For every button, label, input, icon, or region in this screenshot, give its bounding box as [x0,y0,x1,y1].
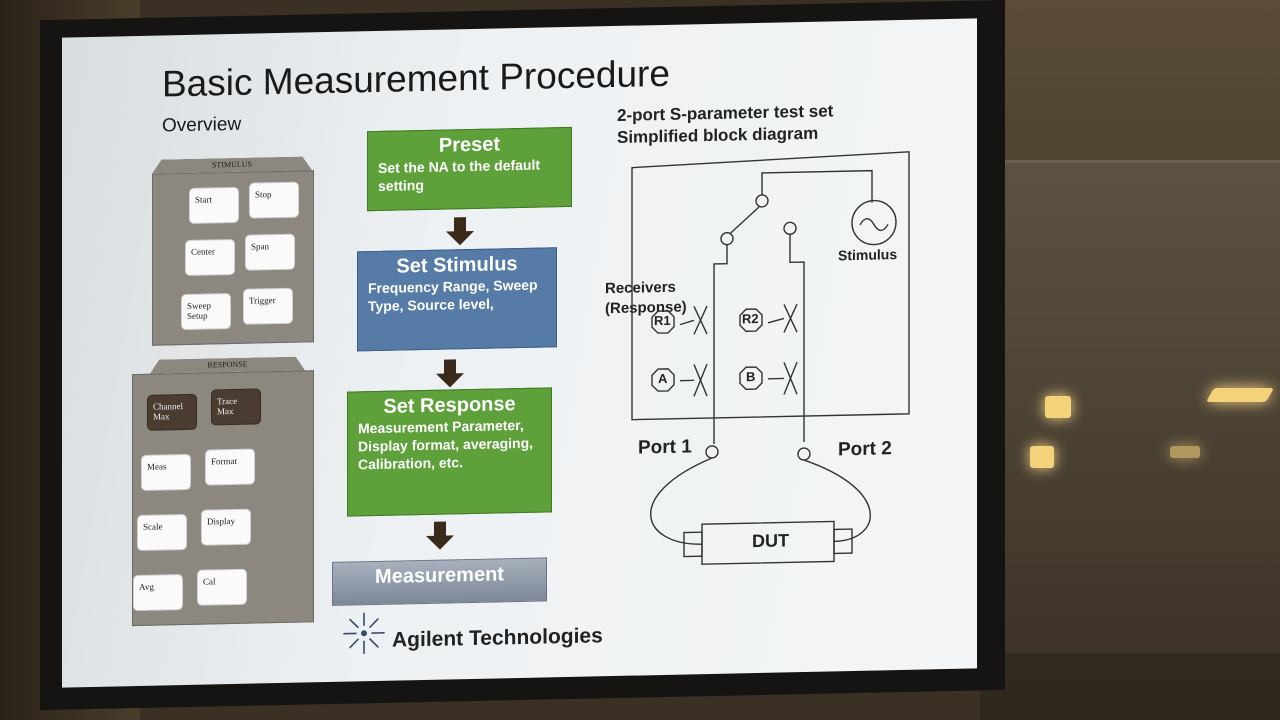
key-avg[interactable]: Avg [133,574,183,612]
flow-preset-box: Preset Set the NA to the default setting [367,126,572,212]
flow-response-box: Set Response Measurement Parameter, Disp… [347,387,552,517]
response-panel: Channel Max Trace Max Meas Format Scale … [132,370,314,627]
diagram-subtitle: Simplified block diagram [617,123,819,147]
key-format[interactable]: Format [205,448,255,486]
key-trace-max[interactable]: Trace Max [211,388,261,426]
whiteboard [1000,160,1280,653]
presentation-slide: Basic Measurement Procedure Overview STI… [62,18,977,688]
key-channel-max[interactable]: Channel Max [147,393,197,431]
flow-stimulus-text: Frequency Range, Sweep Type, Source leve… [368,276,538,315]
key-span[interactable]: Span [245,233,295,271]
stimulus-panel: Start Stop Center Span Sweep Setup Trigg… [152,170,314,346]
flow-response-text: Measurement Parameter, Display format, a… [358,416,534,473]
key-sweep-setup[interactable]: Sweep Setup [181,293,231,331]
key-cal[interactable]: Cal [197,568,247,606]
flow-stimulus-box: Set Stimulus Frequency Range, Sweep Type… [357,247,557,352]
key-scale[interactable]: Scale [137,513,187,552]
diagram-title: 2-port S-parameter test set [617,101,834,125]
diagram-port2-label: Port 2 [838,438,892,461]
diagram-stimulus-label: Stimulus [838,246,898,264]
key-display[interactable]: Display [201,508,251,546]
flow-measurement-box: Measurement [332,557,547,606]
ceiling-light [1170,446,1200,458]
key-stop[interactable]: Stop [249,181,299,219]
slide-title: Basic Measurement Procedure [162,52,670,105]
receiver-r2-label: R2 [742,310,759,327]
diagram-port1-label: Port 1 [638,436,692,459]
key-center[interactable]: Center [185,238,235,277]
dut-label: DUT [752,530,789,552]
key-trigger[interactable]: Trigger [243,287,293,325]
ceiling-light [1205,388,1275,402]
flow-preset-text: Set the NA to the default setting [378,156,541,194]
key-meas[interactable]: Meas [141,453,191,491]
agilent-spark-icon [343,612,385,655]
diagram-receivers-label: Receivers [605,278,676,298]
receiver-b-label: B [746,369,756,385]
diagram-response-label: (Response) [605,298,687,318]
key-start[interactable]: Start [189,186,239,224]
ceiling-light [1030,446,1054,468]
receiver-a-label: A [658,370,668,387]
ceiling-light [1045,396,1071,418]
flow-measurement-title: Measurement [375,563,504,589]
agilent-logo-text: Agilent Technologies [392,624,603,652]
receiver-r1-label: R1 [654,312,671,329]
slide-subtitle: Overview [162,113,242,137]
